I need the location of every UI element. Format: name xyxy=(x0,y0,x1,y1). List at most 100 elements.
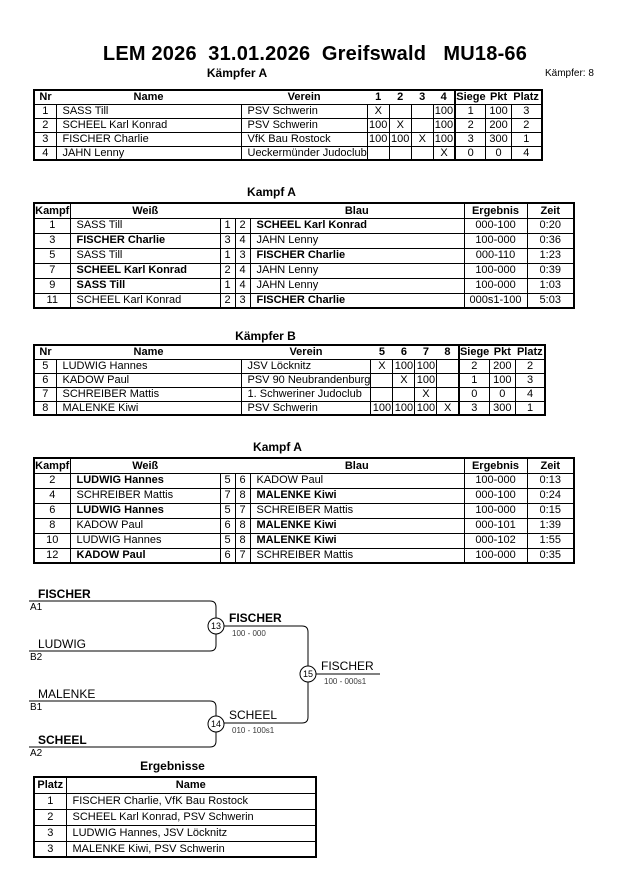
cell: 4 xyxy=(511,146,542,161)
column-header: Siege xyxy=(457,345,490,360)
cell: KADOW Paul xyxy=(69,548,220,564)
cell: 100 xyxy=(370,401,393,416)
fights-b-heading: Kampf A xyxy=(253,440,302,454)
cell: 1:39 xyxy=(526,518,574,534)
cell: SASS Till xyxy=(69,248,220,264)
cell: 100 xyxy=(488,373,516,388)
cell: SCHEEL Karl Konrad xyxy=(55,118,241,133)
cell xyxy=(392,387,415,402)
cell: PSV Schwerin xyxy=(240,118,368,133)
cell: SCHREIBER Mattis xyxy=(55,387,241,402)
match-15-node: 15 xyxy=(299,665,317,683)
cell: 1 xyxy=(511,132,542,147)
cell: 2 xyxy=(454,118,486,133)
cell: FISCHER Charlie, VfK Bau Rostock xyxy=(65,793,316,810)
cell: 5 xyxy=(34,248,70,264)
page-title: LEM 2026 31.01.2026 Greifswald MU18-66 xyxy=(102,43,528,65)
column-header: Kampf xyxy=(34,458,70,474)
cell: X xyxy=(414,387,437,402)
cell: 3 xyxy=(457,401,490,416)
match-14-node: 14 xyxy=(207,715,225,733)
cell: 7 xyxy=(234,548,250,564)
column-header: Kampf xyxy=(34,203,70,219)
cell: 000-100 xyxy=(463,488,527,504)
cell: 5:03 xyxy=(526,293,574,309)
cell: 000-101 xyxy=(463,518,527,534)
cell: 0:36 xyxy=(526,233,574,249)
bracket-slot-ludwig: LUDWIG xyxy=(38,637,86,651)
cell: Ueckermünder Judoclub xyxy=(240,146,368,161)
cell: 100 xyxy=(366,118,390,133)
cell: 100-000 xyxy=(463,503,527,519)
cell: 300 xyxy=(488,401,516,416)
cell: 6 xyxy=(219,548,235,564)
cell: LUDWIG Hannes xyxy=(55,359,241,374)
cell: SCHEEL Karl Konrad xyxy=(249,218,464,234)
column-header: Blau xyxy=(250,203,464,219)
column-header: 4 xyxy=(433,90,456,105)
cell: 100 xyxy=(432,132,456,147)
cell xyxy=(370,387,393,402)
cell: 8 xyxy=(234,518,250,534)
cell: 100 xyxy=(392,401,415,416)
cell: 0 xyxy=(457,387,490,402)
cell: SCHEEL Karl Konrad, PSV Schwerin xyxy=(65,809,316,826)
cell: 100 xyxy=(392,359,415,374)
cell: 2 xyxy=(34,473,70,489)
cell: 100 xyxy=(414,373,437,388)
cell: FISCHER Charlie xyxy=(69,233,220,249)
cell: MALENKE Kiwi xyxy=(249,518,464,534)
cell: JSV Löcknitz xyxy=(240,359,371,374)
cell: LUDWIG Hannes xyxy=(69,473,220,489)
cell: SCHREIBER Mattis xyxy=(69,488,220,504)
column-header: 1 xyxy=(367,90,390,105)
match-13-winner: FISCHER xyxy=(229,611,282,625)
column-header: Ergebnis xyxy=(463,458,527,474)
cell: 200 xyxy=(485,118,512,133)
column-header: 2 xyxy=(389,90,412,105)
cell: 3 xyxy=(234,293,250,309)
bracket-seed-b1: B1 xyxy=(30,702,43,713)
cell: MALENKE Kiwi xyxy=(249,488,464,504)
column-header: Name xyxy=(65,777,316,794)
cell: 1 xyxy=(34,793,66,810)
match-15-winner: FISCHER xyxy=(321,659,374,673)
column-header: Weiß xyxy=(69,458,220,474)
cell: 0:20 xyxy=(526,218,574,234)
column-header xyxy=(220,203,235,219)
cell: 7 xyxy=(219,488,235,504)
cell: SCHREIBER Mattis xyxy=(249,503,464,519)
column-header: Zeit xyxy=(526,203,574,219)
cell: 3 xyxy=(34,233,70,249)
bracket-seed-a1: A1 xyxy=(30,602,43,613)
cell: 9 xyxy=(34,278,70,294)
cell: SASS Till xyxy=(69,218,220,234)
bracket-slot-malenke: MALENKE xyxy=(38,687,96,701)
cell: MALENKE Kiwi xyxy=(55,401,241,416)
cell: X xyxy=(388,118,412,133)
match-14-winner: SCHEEL xyxy=(229,708,278,722)
cell: 3 xyxy=(34,841,66,858)
cell: 1:23 xyxy=(526,248,574,264)
cell: 8 xyxy=(34,401,56,416)
cell: 0:39 xyxy=(526,263,574,279)
fighters-count: Kämpfer: 8 xyxy=(545,68,594,79)
cell: 5 xyxy=(219,503,235,519)
cell xyxy=(410,118,434,133)
cell: 1:55 xyxy=(526,533,574,549)
cell: 000s1-100 xyxy=(463,293,527,309)
cell: X xyxy=(410,132,434,147)
cell: 3 xyxy=(34,132,56,147)
